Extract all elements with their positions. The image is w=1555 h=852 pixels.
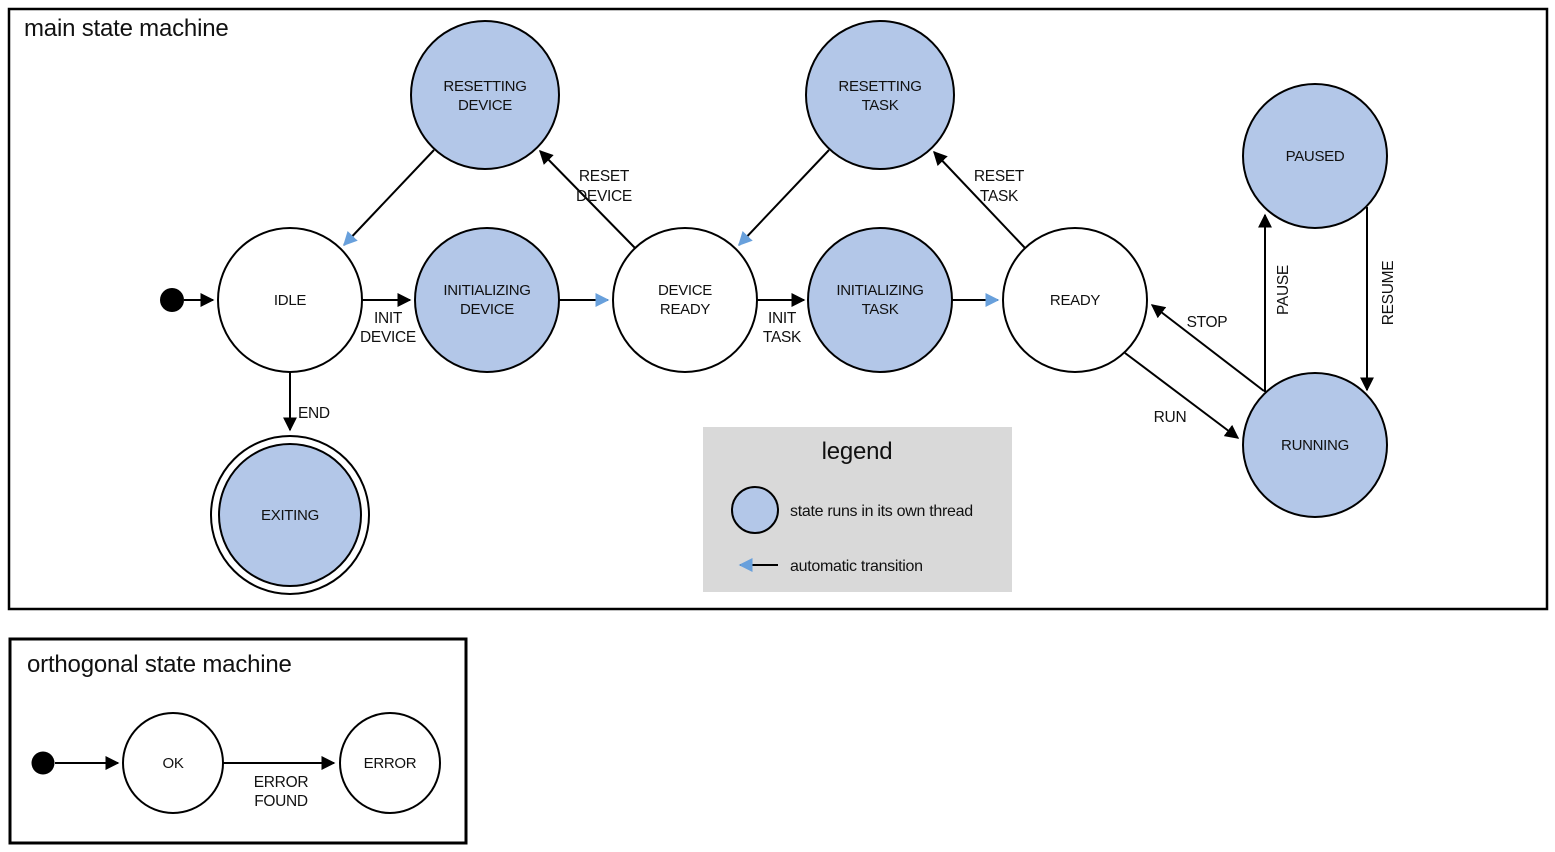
transition-pause-label: PAUSE [1275,265,1292,315]
state-resetting-device-label-line2: DEVICE [458,97,512,114]
state-resetting-task-label-line1: RESETTING [838,78,921,95]
transition-reset-task-arrow [933,150,1026,249]
main-box-border [7,7,1549,611]
state-ok-label: OK [162,755,183,772]
state-resetting-device-label-line1: RESETTING [443,78,526,95]
orthogonal-box-border [8,637,468,845]
state-device-ready-label-line2: READY [660,301,710,318]
state-paused-label: PAUSED [1286,148,1345,165]
transition-reset-task-label-line2: TASK [980,188,1019,205]
transition-stop-arrow [1150,304,1265,392]
auto-transition-resetting-device-to-idle [343,149,435,247]
legend-title: legend [822,438,893,465]
transition-init-task-label-line2: TASK [763,329,802,346]
legend-automatic-transition-label: automatic transition [790,558,923,575]
state-ok-circle [122,712,224,814]
state-device-ready-label-line1: DEVICE [658,282,712,299]
transition-error-found-label-line2: FOUND [254,793,308,810]
legend-threaded-state-icon [731,486,779,534]
state-exiting-label: EXITING [261,507,319,524]
state-error-circle [339,712,441,814]
transition-run-arrow [1124,352,1240,439]
state-idle-label: IDLE [274,292,306,309]
state-resetting-task-circle [805,20,955,170]
state-ready-label: READY [1050,292,1100,309]
transition-reset-task-label-line1: RESET [974,168,1025,185]
state-ready-circle [1002,227,1148,373]
state-initializing-task-label-line2: TASK [862,301,899,318]
state-running-label: RUNNING [1281,437,1349,454]
transition-run-label: RUN [1154,409,1187,426]
state-initializing-task-label-line1: INITIALIZING [836,282,923,299]
transition-resume-label: RESUME [1380,261,1397,326]
legend-threaded-state-label: state runs in its own thread [790,503,973,520]
transition-reset-device-arrow [539,149,636,249]
transition-error-found-label-line1: ERROR [254,774,309,791]
state-resetting-device-circle [410,20,560,170]
state-idle-circle [217,227,363,373]
state-initializing-device-label-line1: INITIALIZING [443,282,530,299]
main-box-title: main state machine [24,15,229,42]
orthogonal-initial-state-dot [31,751,55,775]
state-initializing-task-circle [807,227,953,373]
transition-reset-device-label-line1: RESET [579,168,630,185]
transition-init-task-label-line1: INIT [768,310,797,327]
state-resetting-task-label-line2: TASK [862,97,899,114]
transition-reset-device-label-line2: DEVICE [576,188,632,205]
state-error-label: ERROR [364,755,417,772]
transition-init-device-label-line2: DEVICE [360,329,416,346]
state-initializing-device-circle [414,227,560,373]
auto-transition-resetting-task-to-device-ready [738,149,830,247]
state-device-ready-circle [612,227,758,373]
transition-init-device-label-line1: INIT [374,310,403,327]
state-exiting-inner-circle [218,443,362,587]
state-paused-circle [1242,83,1388,229]
state-initializing-device-label-line2: DEVICE [460,301,514,318]
initial-state-dot [160,288,184,312]
transition-end-label: END [298,405,330,422]
state-running-circle [1242,372,1388,518]
transition-stop-label: STOP [1187,314,1228,331]
orthogonal-box-title: orthogonal state machine [27,651,292,678]
